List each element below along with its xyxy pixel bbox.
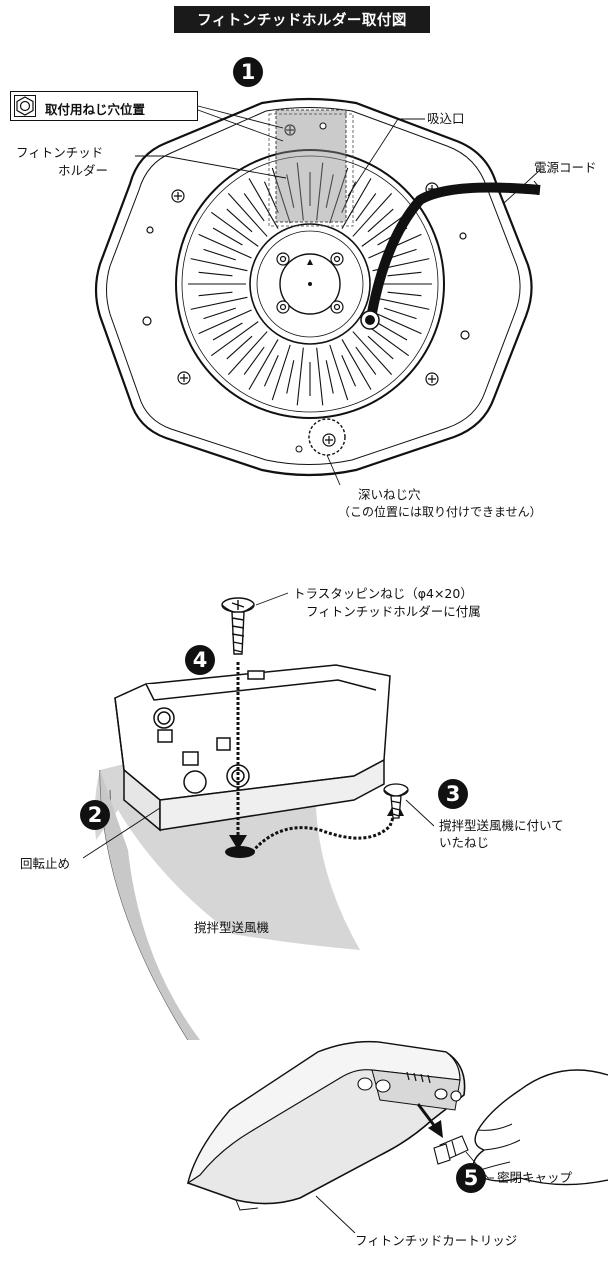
grille-spoke [226, 335, 253, 360]
assembly-view [82, 592, 435, 1041]
fan-screw-label-line1: 撹拌型送風機に付いて [439, 818, 564, 833]
grille-spoke [203, 248, 236, 261]
grille-spoke [271, 344, 291, 401]
grille-spoke [367, 335, 394, 360]
deep-hole-label: 深いねじ穴 [358, 487, 421, 502]
grille-spoke [243, 346, 265, 375]
deep-hole-note: （この位置には取り付けできません） [338, 505, 542, 519]
screw-hole-legend: 取付用ねじ穴位置 [10, 91, 198, 121]
grille-spoke [227, 331, 268, 376]
grille-spoke [190, 296, 248, 310]
grille-spoke [372, 296, 430, 310]
grille-spoke [286, 174, 295, 208]
grille-spoke [352, 331, 393, 376]
grille-spoke [377, 322, 408, 341]
grille-spoke [248, 339, 279, 390]
rotation-stop-label: 回転止め [20, 856, 71, 871]
grille-spoke [355, 193, 377, 222]
grille-spoke [352, 192, 393, 237]
grille-spoke [316, 162, 324, 221]
top-leader-lines [135, 105, 541, 486]
step-4-badge: 4 [185, 645, 215, 675]
grille-spoke [341, 178, 372, 229]
grille-spoke [212, 227, 243, 246]
grille-spoke [355, 346, 377, 375]
grille-spoke [198, 233, 252, 259]
legend-label: 取付用ねじ穴位置 [45, 102, 146, 117]
grille-spoke [190, 258, 248, 272]
screw-label-line2: フィトンチッドホルダーに付属 [306, 604, 481, 619]
holder-label-line2: ホルダー [58, 163, 109, 178]
grille-spoke [296, 347, 304, 406]
grille-spoke [227, 192, 268, 237]
grille-spoke [341, 355, 357, 387]
grille-spoke [296, 162, 304, 221]
step-3-badge: 3 [438, 779, 468, 809]
grille-spoke [271, 167, 291, 224]
grille-spoke [198, 309, 252, 335]
grille-spoke [341, 339, 372, 390]
cartridge-view [187, 1040, 608, 1234]
grille-spoke [367, 208, 394, 233]
fan-screw-label-line2: いたねじ [439, 835, 490, 850]
grille-spoke [248, 178, 279, 229]
grille-spoke [325, 360, 334, 394]
holder-label-line1: フィトンチッド [16, 145, 104, 160]
grille-spoke [387, 291, 422, 297]
power-cord-label: 電源コード [534, 160, 597, 175]
grille-spoke [198, 291, 233, 297]
step-1-badge: 1 [233, 57, 263, 87]
diagram-title: フィトンチッドホルダー取付図 [174, 6, 430, 33]
grille-spoke [384, 307, 417, 320]
screw-label-line1: トラスタッピンねじ（φ4×20） [293, 586, 473, 601]
grille-spoke [329, 344, 349, 401]
step-5-badge: 5 [456, 1163, 486, 1193]
grille-spoke [286, 360, 295, 394]
step-2-badge: 2 [80, 800, 110, 830]
screw-hole-icon [14, 95, 36, 117]
grille-spoke [210, 321, 259, 357]
grille-spoke [198, 271, 233, 277]
grille-spoke [329, 167, 349, 224]
grille-spoke [210, 211, 259, 247]
fan-label: 撹拌型送風機 [194, 920, 270, 935]
cartridge-label: フィトンチッドカートリッジ [355, 1233, 518, 1248]
grille-spoke [387, 271, 422, 277]
grille-spoke [316, 347, 324, 406]
cap-label: 密閉キャップ [497, 1170, 573, 1185]
grille-spoke [325, 174, 334, 208]
grille-spoke [203, 307, 236, 320]
grille-spoke [243, 193, 265, 222]
blower-top-view [94, 97, 541, 477]
grille-spoke [212, 322, 243, 341]
grille-spoke [226, 208, 253, 233]
intake-label: 吸込口 [427, 111, 465, 126]
grille-spoke [263, 355, 279, 387]
